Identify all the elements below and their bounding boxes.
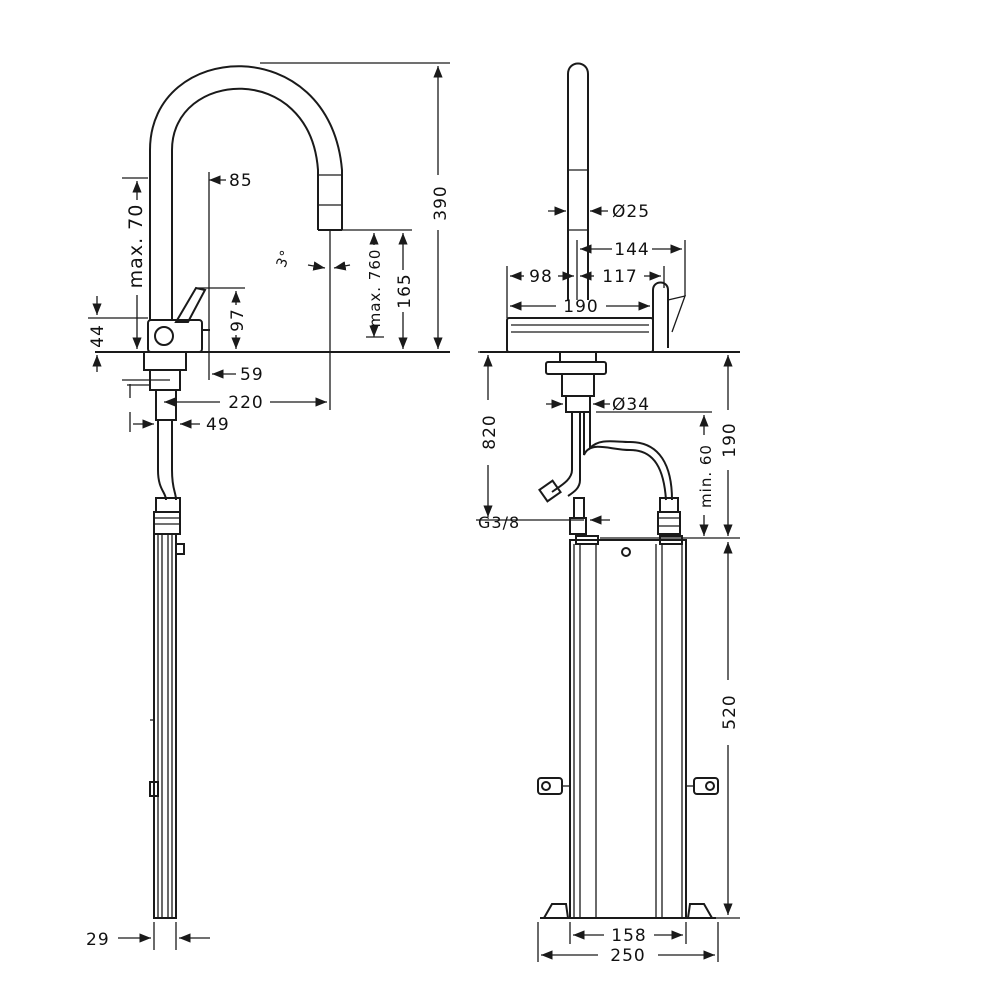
dim-820: 820 [480, 414, 500, 449]
dim-190-top: 190 [563, 297, 598, 317]
dim-117: 117 [602, 267, 637, 287]
dim-59: 59 [240, 365, 264, 385]
dim-158: 158 [611, 926, 646, 946]
lever-box [506, 317, 654, 353]
dim-250: 250 [610, 946, 645, 966]
faucet-side-view: 390 165 max. 760 3° max. 70 85 44 [86, 62, 451, 950]
dim-29: 29 [86, 930, 110, 950]
dim-diameter-34: Ø34 [612, 395, 650, 415]
dim-max-760: max. 760 [366, 249, 384, 328]
dim-144: 144 [614, 240, 649, 260]
hose-weight-column [153, 533, 177, 919]
dim-165: 165 [395, 273, 415, 308]
dim-diameter-25: Ø25 [612, 202, 650, 222]
faucet-front-view: Ø25 144 98 117 190 Ø34 [476, 62, 740, 966]
spout-front [567, 62, 589, 300]
dim-49: 49 [206, 415, 230, 435]
dim-min-60: min. 60 [697, 444, 715, 508]
faucet-body [147, 319, 203, 353]
dim-max-70: max. 70 [125, 204, 147, 289]
dim-3deg: 3° [274, 247, 295, 269]
dim-190-right: 190 [720, 422, 740, 457]
dim-85: 85 [229, 171, 253, 191]
dim-520: 520 [720, 694, 740, 729]
dim-97: 97 [228, 308, 248, 332]
dim-44: 44 [88, 324, 108, 348]
spout-inner [171, 87, 319, 320]
dim-220: 220 [228, 393, 263, 413]
lever-handle [174, 286, 207, 323]
dim-98: 98 [529, 267, 553, 287]
weight-box [569, 539, 687, 919]
dim-390: 390 [431, 185, 451, 220]
spout-outer [149, 65, 343, 320]
dim-g38: G3/8 [478, 513, 520, 532]
hose-right [583, 412, 667, 501]
